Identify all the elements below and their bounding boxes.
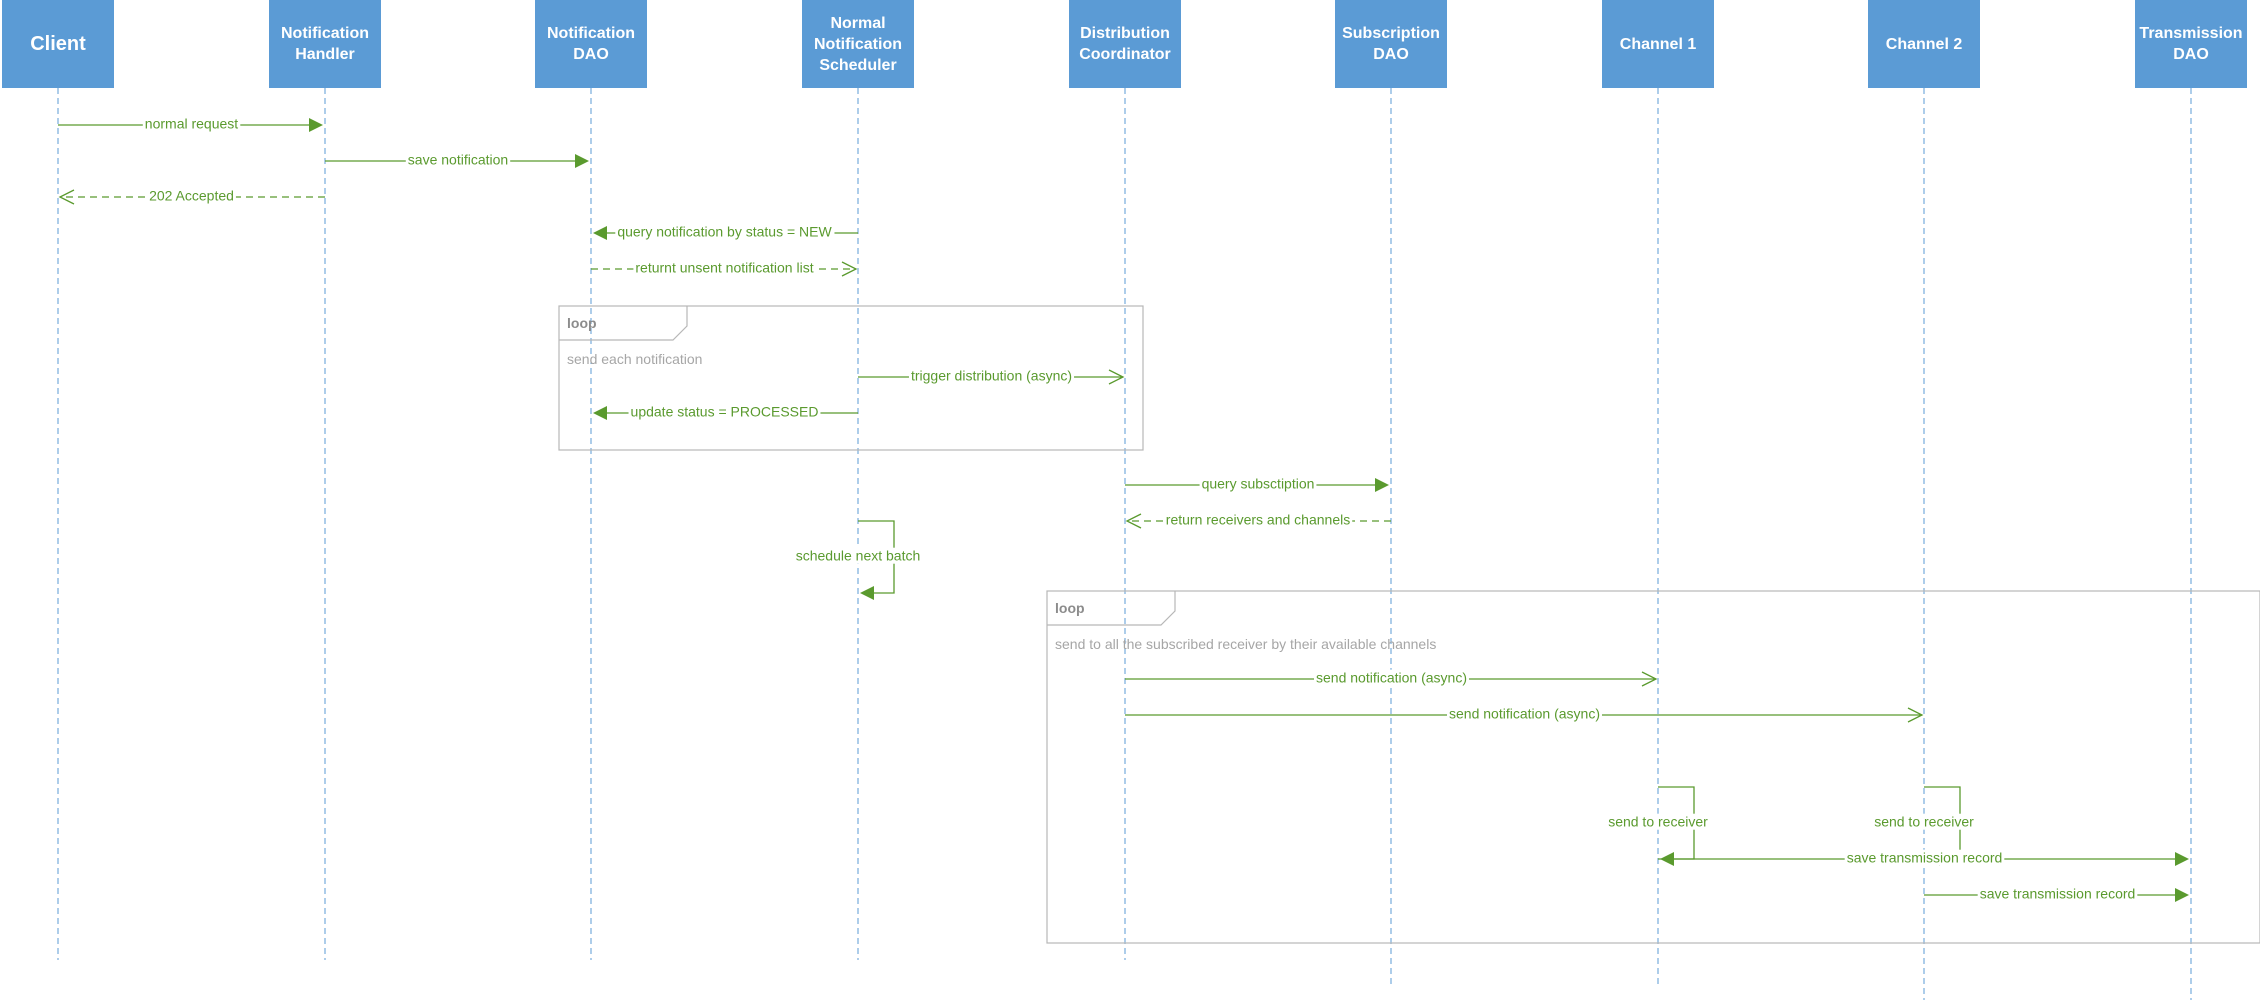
message-label: 202 Accepted	[149, 188, 234, 204]
self-message: send to receiver	[1606, 786, 1711, 866]
message-label: update status = PROCESSED	[631, 404, 819, 420]
message-label: send to receiver	[1874, 814, 1974, 830]
message-label: save transmission record	[1847, 850, 2003, 866]
actor-ch2: Channel 2	[1868, 0, 1980, 88]
actor-label: Transmission DAO	[2139, 25, 2243, 63]
loop-frame: loop send to all the subscribed receiver …	[1046, 590, 2260, 944]
message-label: normal request	[145, 116, 238, 132]
actor-tdao: Transmission DAO	[2135, 0, 2247, 88]
actor-client: Client	[2, 0, 114, 88]
actor-sdao: Subscription DAO	[1335, 0, 1447, 88]
actor-sched: Normal Notification Scheduler	[802, 0, 914, 88]
actor-label: Subscription DAO	[1342, 25, 1440, 63]
frame-keyword: loop	[1055, 600, 1085, 616]
actor-handler: Notification Handler	[269, 0, 381, 88]
message-arrow: normal request	[58, 115, 323, 132]
actor-label: Distribution Coordinator	[1079, 25, 1171, 63]
message-label: query notification by status = NEW	[617, 224, 832, 240]
reply-message: return receivers and channels	[1125, 511, 1391, 529]
actor-label: Channel 2	[1885, 35, 1963, 53]
frame-condition: send to all the subscribed receiver by t…	[1055, 636, 1436, 652]
message-label: returnt unsent notification list	[635, 260, 813, 276]
message-arrow: save transmission record	[1658, 849, 2189, 866]
message-label: send to receiver	[1608, 814, 1708, 830]
message-label: query subsctiption	[1202, 476, 1315, 492]
message-arrow: update status = PROCESSED	[593, 403, 858, 420]
actor-ndao: Notification DAO	[535, 0, 647, 88]
message-label: schedule next batch	[796, 548, 921, 564]
message-label: save transmission record	[1980, 886, 2136, 902]
loop-frame: loop send each notification	[558, 305, 1144, 451]
message-label: return receivers and channels	[1166, 512, 1350, 528]
actor-coord: Distribution Coordinator	[1069, 0, 1181, 88]
message-label: send notification (async)	[1449, 706, 1600, 722]
message-arrow: trigger distribution (async)	[858, 367, 1125, 385]
message-arrow: save notification	[325, 151, 589, 168]
frame-condition: send each notification	[567, 351, 702, 367]
message-label: send notification (async)	[1316, 670, 1467, 686]
self-message: schedule next batch	[793, 520, 923, 600]
actor-label: Channel 1	[1619, 35, 1697, 53]
message-label: save notification	[408, 152, 508, 168]
actor-label: Notification DAO	[547, 25, 635, 63]
message-arrow: save transmission record	[1924, 885, 2189, 902]
actor-ch1: Channel 1	[1602, 0, 1714, 88]
actor-label: Client	[30, 32, 86, 55]
message-arrow: query subsctiption	[1125, 475, 1389, 492]
actor-label: Normal Notification Scheduler	[814, 14, 902, 74]
reply-message: returnt unsent notification list	[591, 259, 858, 277]
actor-label: Notification Handler	[281, 25, 369, 63]
reply-message: 202 Accepted	[58, 187, 325, 205]
frame-keyword: loop	[567, 315, 597, 331]
message-label: trigger distribution (async)	[911, 368, 1072, 384]
self-message: send to receiver	[1872, 786, 1977, 866]
message-arrow: send notification (async)	[1125, 705, 1924, 723]
message-arrow: send notification (async)	[1125, 669, 1658, 687]
message-arrow: query notification by status = NEW	[593, 223, 858, 240]
